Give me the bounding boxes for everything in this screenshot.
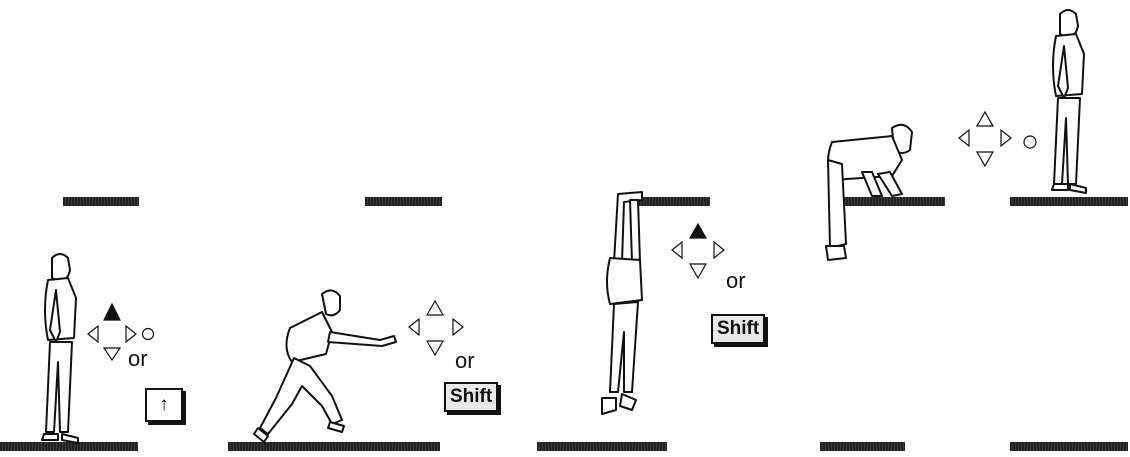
floor-ledge <box>228 442 440 451</box>
upper-ledge <box>1010 197 1128 206</box>
or-label: or <box>455 348 475 373</box>
upper-ledge <box>632 197 710 206</box>
prince-climbing-figure <box>825 123 913 261</box>
floor-ledge <box>820 442 905 451</box>
or-label: or <box>726 268 746 293</box>
circle-button-icon <box>1023 135 1037 149</box>
prince-running-figure <box>253 289 397 443</box>
dpad-up-circle-filled-icon <box>671 222 725 280</box>
shift-key: Shift <box>444 382 499 412</box>
prince-hanging-figure <box>601 191 643 415</box>
floor-ledge <box>537 442 667 451</box>
shift-key: Shift <box>711 314 766 344</box>
dpad-circle-filled-icon <box>408 299 464 357</box>
upper-ledge <box>365 197 442 206</box>
prince-standing-figure <box>41 253 79 444</box>
floor-ledge <box>1010 442 1128 451</box>
upper-ledge <box>63 197 139 206</box>
prince-standing-top-figure <box>1051 9 1087 194</box>
dpad-up-circle-icon <box>87 302 155 362</box>
or-label: or <box>128 346 148 371</box>
up-arrow-key: ↑ <box>145 388 183 422</box>
dpad-circle-icon <box>958 110 1012 168</box>
floor-ledge <box>0 442 138 451</box>
upper-ledge <box>840 197 945 206</box>
